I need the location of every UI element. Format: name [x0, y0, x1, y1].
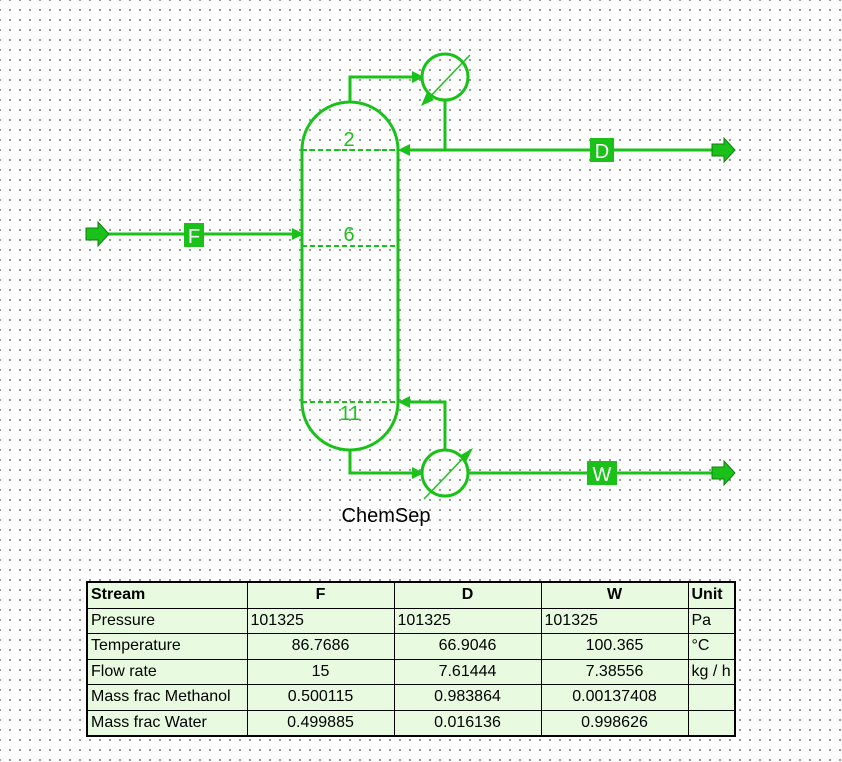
row-value-cell: 0.983864	[393, 684, 542, 711]
row-unit: Pa	[687, 607, 736, 634]
arrow-feed-into-column-icon	[292, 228, 304, 240]
bottoms-sink-icon[interactable]	[711, 459, 736, 487]
condenser-diagonal	[423, 54, 471, 104]
row-property-name: Mass frac Methanol	[86, 684, 248, 711]
row-unit: kg / h	[687, 658, 736, 685]
row-value-cell: 66.9046	[393, 633, 542, 660]
stage-label-top: 2	[343, 129, 354, 151]
row-property-name: Mass frac Water	[86, 709, 248, 737]
row-value-cell: 100.365	[540, 633, 689, 660]
boilup-line[interactable]	[402, 400, 447, 450]
row-property-name: Flow rate	[86, 658, 248, 685]
reboiler-diagonal	[423, 450, 471, 500]
row-value-cell: 101325	[246, 607, 395, 634]
stream-tag-bottoms[interactable]: W	[587, 461, 617, 486]
row-value-cell: 15	[246, 658, 395, 685]
arrow-into-reboiler-icon	[412, 467, 424, 479]
stream-tag-feed-label: F	[188, 226, 200, 248]
row-value-cell: 0.500115	[246, 684, 395, 711]
row-value-cell: 7.61444	[393, 658, 542, 685]
distillation-column[interactable]	[300, 100, 400, 452]
row-value-cell: 86.7686	[246, 633, 395, 660]
row-value-cell: 0.00137408	[540, 684, 689, 711]
table-header-row: Stream F D W Unit	[86, 581, 736, 609]
row-unit	[687, 684, 736, 711]
arrow-reflux-icon	[398, 144, 410, 156]
feed-source-icon[interactable]	[85, 220, 110, 248]
row-property-name: Pressure	[86, 607, 248, 634]
condenser[interactable]	[420, 52, 470, 102]
row-unit	[687, 709, 736, 737]
row-value-cell: 0.016136	[393, 709, 542, 737]
row-value-cell: 101325	[540, 607, 689, 634]
distillate-sink-icon[interactable]	[711, 136, 736, 164]
header-stream: Stream	[86, 581, 248, 609]
row-value-cell: 0.998626	[540, 709, 689, 737]
header-distillate: D	[393, 581, 542, 609]
header-feed: F	[246, 581, 395, 609]
row-property-name: Temperature	[86, 633, 248, 660]
stage-label-feed: 6	[343, 224, 354, 246]
row-value-cell: 101325	[393, 607, 542, 634]
stage-label-bottom: 11	[340, 403, 361, 425]
unit-name-label: ChemSep	[342, 505, 431, 527]
stream-tag-bottoms-label: W	[593, 464, 612, 486]
arrow-boilup-icon	[398, 396, 410, 408]
flowsheet-canvas: F D W 2 6 11 ChemSep	[85, 52, 736, 527]
bottoms-draw-line[interactable]	[348, 450, 420, 475]
row-value-cell: 7.38556	[540, 658, 689, 685]
stream-tag-feed[interactable]: F	[184, 223, 204, 248]
header-unit: Unit	[687, 581, 736, 609]
stream-tag-distillate-label: D	[595, 141, 609, 163]
row-unit: °C	[687, 633, 736, 660]
header-bottoms: W	[540, 581, 689, 609]
arrow-condenser-marker-icon	[421, 92, 434, 106]
stream-tag-distillate[interactable]: D	[590, 138, 614, 163]
row-value-cell: 0.499885	[246, 709, 395, 737]
arrow-reboiler-marker-icon	[459, 448, 473, 462]
arrow-into-condenser-icon	[412, 71, 424, 83]
vapor-overhead-line[interactable]	[348, 75, 420, 102]
